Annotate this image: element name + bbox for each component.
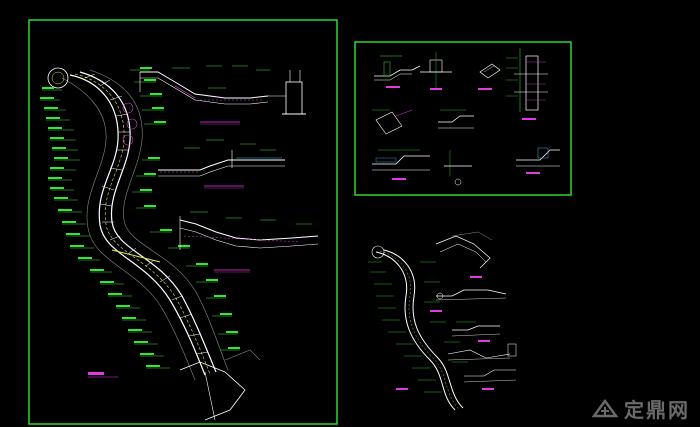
watermark: 定鼎网 bbox=[592, 394, 690, 423]
plan-annotations-left bbox=[40, 69, 240, 369]
plan-annotation-text-blocks bbox=[40, 67, 240, 367]
section-detail-3 bbox=[179, 211, 319, 273]
section-detail-1 bbox=[139, 65, 306, 125]
watermark-text: 定鼎网 bbox=[624, 398, 690, 422]
sheet-details-top-right[interactable] bbox=[354, 41, 572, 196]
sheet-plan-left[interactable] bbox=[28, 19, 338, 425]
section-detail-2 bbox=[158, 139, 285, 189]
path-plan-left bbox=[47, 67, 261, 421]
plan-title-left bbox=[88, 372, 118, 378]
sheet-frame-top-right bbox=[354, 41, 572, 196]
watermark-logo-icon bbox=[592, 398, 618, 417]
sheet-plan-bottom-right[interactable] bbox=[368, 231, 517, 411]
detail-drawings-top-right bbox=[372, 48, 560, 186]
sheet-frame-left bbox=[28, 19, 338, 425]
